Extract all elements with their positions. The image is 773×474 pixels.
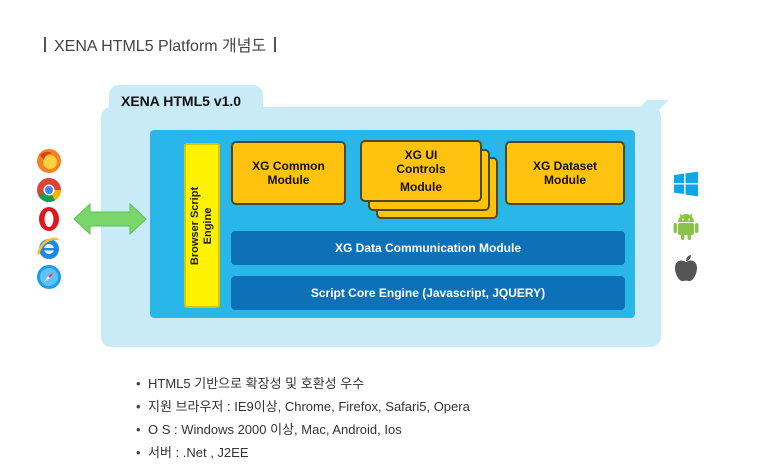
platform-tab: XENA HTML5 v1.0 [109, 85, 263, 115]
chrome-icon [37, 178, 61, 203]
list-item: 서버 : .Net , J2EE [136, 441, 470, 464]
opera-icon [39, 207, 59, 231]
script-core-engine: Script Core Engine (Javascript, JQUERY) [231, 276, 625, 310]
xg-dataset-module-line2: Module [544, 173, 586, 187]
xg-ui-module-line2: Controls [396, 162, 446, 176]
heading-text: XENA HTML5 Platform 개념도 [54, 38, 267, 55]
xg-common-module-line1: XG Common [252, 159, 325, 173]
xg-ui-module-line3: Module [400, 180, 442, 194]
list-item: HTML5 기반으로 확장성 및 호환성 우수 [136, 372, 470, 395]
ie-icon [36, 237, 61, 259]
double-arrow-icon [73, 202, 147, 236]
xg-ui-module-line1: XG UI [404, 148, 438, 162]
feature-list: HTML5 기반으로 확장성 및 호환성 우수 지원 브라우저 : IE9이상,… [136, 372, 470, 464]
xg-ui-controls-module: XG UI Controls Module [360, 140, 482, 202]
windows-icon [674, 171, 698, 197]
xg-dataset-module-line1: XG Dataset [532, 159, 598, 173]
apple-icon [675, 255, 697, 282]
xg-dataset-module: XG Dataset Module [505, 141, 625, 205]
list-item: 지원 브라우저 : IE9이상, Chrome, Firefox, Safari… [136, 395, 470, 418]
browser-script-engine-line1: Browser Script [189, 186, 201, 265]
heading-bar-right [274, 36, 277, 52]
page-heading: XENA HTML5 Platform 개념도 [44, 32, 284, 56]
safari-icon [37, 265, 61, 289]
heading-bar-left [44, 36, 46, 52]
browser-script-engine-label: Browser Script Engine [189, 186, 215, 264]
xg-data-communication-module: XG Data Communication Module [231, 231, 625, 265]
list-item: O S : Windows 2000 이상, Mac, Android, Ios [136, 418, 470, 441]
browser-script-engine-line2: Engine [202, 207, 214, 244]
firefox-icon [37, 149, 61, 173]
xg-common-module: XG Common Module [231, 141, 346, 205]
browser-script-engine-box: Browser Script Engine [184, 143, 220, 308]
platform-title: XENA HTML5 v1.0 [121, 93, 242, 109]
android-icon [673, 213, 699, 240]
xg-common-module-line2: Module [267, 173, 310, 187]
